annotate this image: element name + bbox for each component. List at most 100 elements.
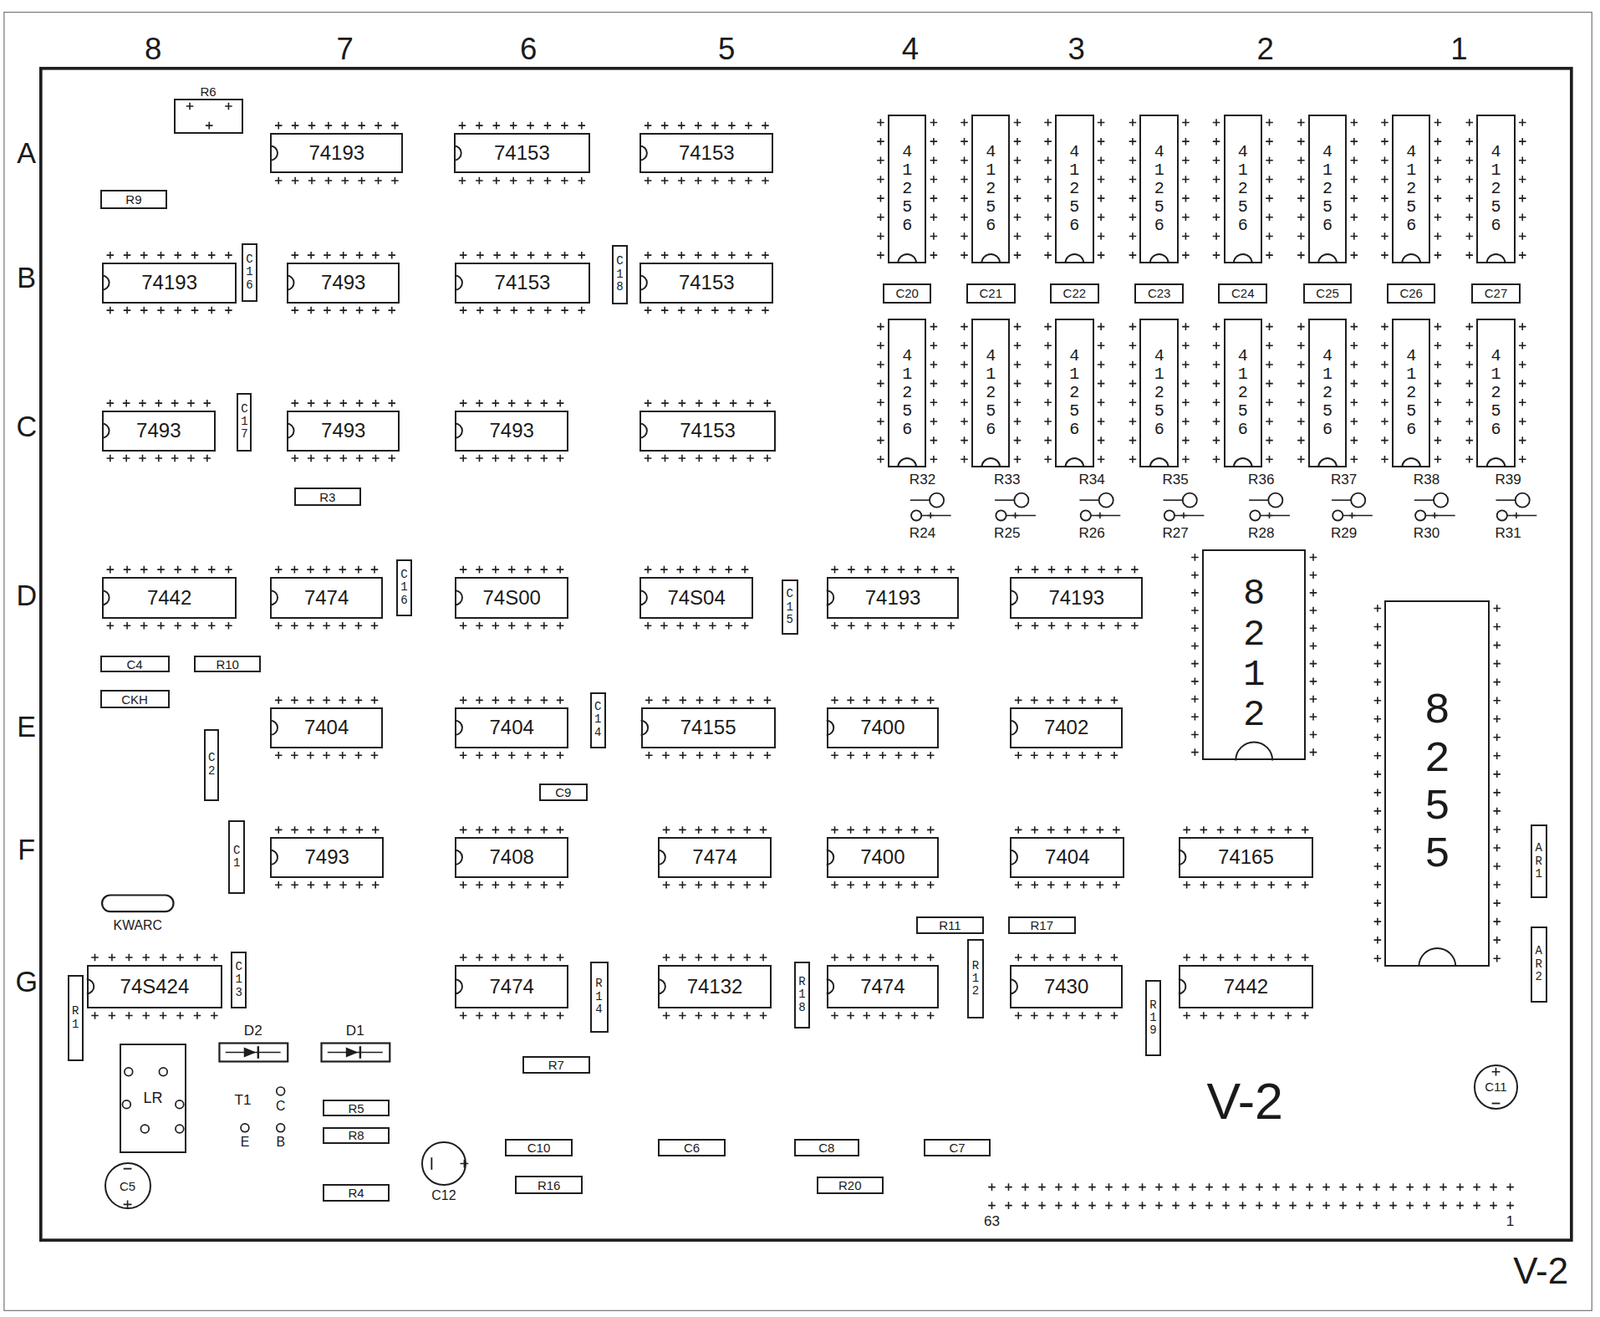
pin-mark: [1284, 881, 1293, 889]
pin-mark: [862, 825, 871, 834]
pin-mark: [1265, 232, 1274, 240]
component-outline: C22: [1049, 283, 1100, 303]
pin-mark: [1350, 175, 1359, 184]
part-number: 41256: [898, 346, 916, 439]
dip-chip: 41256: [1223, 114, 1263, 264]
pin-mark: [911, 696, 919, 704]
relay-pad: [122, 1100, 131, 1109]
pin-mark: [1212, 361, 1221, 369]
pin-mark: [290, 696, 299, 704]
component-outline: C7: [923, 1138, 992, 1157]
pin-mark: [1492, 622, 1501, 631]
component-label: C5: [119, 1179, 136, 1193]
pin-mark: [1350, 455, 1359, 464]
component-label: C27: [1484, 286, 1509, 300]
pin-mark: [960, 436, 969, 444]
part-number: 74193: [1048, 587, 1105, 608]
pin-mark: [1054, 1201, 1063, 1209]
component-outline: C23: [1134, 283, 1184, 303]
pin-mark: [1465, 436, 1473, 444]
component-label: C11: [1484, 1080, 1507, 1093]
pin-mark: [224, 621, 233, 630]
pin-mark: [338, 565, 347, 574]
resistor-lead: [1507, 514, 1537, 517]
pin-mark: [1465, 137, 1473, 146]
pin-mark: [308, 122, 316, 130]
pin-mark: [711, 825, 719, 834]
pin-mark: [275, 621, 283, 630]
pin-mark: [1014, 953, 1023, 962]
pin-mark: [1297, 232, 1305, 240]
pin-mark: [1182, 322, 1190, 331]
pin-mark: [743, 1011, 751, 1020]
pin-mark: [1309, 713, 1318, 721]
resistor-label: R29: [1330, 526, 1357, 541]
pin-mark: [322, 696, 331, 704]
pin-marks: [91, 102, 1526, 1209]
component-outline: CKH: [100, 689, 170, 709]
component-label: C20: [895, 286, 919, 300]
pin-mark: [677, 177, 686, 185]
component-outline: R14: [590, 961, 609, 1033]
part-number: 41256: [1065, 346, 1083, 439]
pin-mark: [290, 825, 299, 834]
resistor-lead: [1006, 514, 1036, 517]
pin-mark: [524, 399, 532, 408]
pin-mark: [744, 177, 753, 185]
pin-mark: [123, 251, 132, 260]
pin-mark: [1489, 1182, 1498, 1191]
pin-mark: [1191, 677, 1199, 686]
pin-mark: [371, 399, 380, 408]
pin-mark: [662, 881, 671, 889]
part-number: 41256: [982, 142, 999, 235]
pin-mark: [930, 379, 938, 388]
pin-mark: [1014, 194, 1022, 203]
pin-mark: [459, 825, 468, 834]
pin-mark: [556, 565, 565, 574]
pin-mark: [862, 881, 871, 889]
diode-lead: [327, 1051, 383, 1053]
component-outline: C21: [966, 283, 1016, 303]
pin-mark: [1097, 137, 1106, 146]
pin-mark: [1265, 361, 1274, 369]
diode-outline: [219, 1043, 288, 1062]
pin-mark: [1129, 118, 1137, 127]
pin-mark: [107, 251, 115, 260]
pin-mark: [91, 1011, 99, 1020]
pin-mark: [1374, 622, 1382, 631]
pin-mark: [741, 565, 750, 574]
ic-chip: 7442: [101, 576, 237, 619]
pin-mark: [1155, 1182, 1163, 1191]
pin-mark: [1182, 417, 1190, 426]
pin-mark: [524, 1011, 532, 1020]
pin-mark: [876, 341, 885, 350]
pin-mark: [1217, 881, 1225, 889]
pin-mark: [1171, 1182, 1180, 1191]
pin-mark: [1355, 1201, 1364, 1209]
pin-mark: [930, 322, 938, 331]
pin-mark: [492, 1011, 500, 1020]
pin-mark: [307, 454, 316, 463]
component-outline: C17: [236, 392, 252, 452]
pin-mark: [1014, 175, 1022, 184]
pin-mark: [1212, 436, 1221, 444]
pin-mark: [876, 194, 885, 203]
pin-mark: [1265, 251, 1274, 260]
pin-mark: [862, 1011, 871, 1020]
pin-mark: [1350, 417, 1359, 426]
pin-mark: [210, 1011, 219, 1020]
pin-mark: [876, 436, 885, 444]
pin-mark: [930, 455, 938, 464]
pin-mark: [1046, 696, 1055, 704]
relay-pad: [175, 1124, 184, 1133]
component-label: C25: [1315, 286, 1340, 300]
pin-mark: [1465, 379, 1473, 388]
pin-mark: [930, 251, 938, 260]
pin-mark: [210, 953, 219, 962]
pin-mark: [927, 881, 935, 889]
pin-mark: [1188, 1182, 1197, 1191]
pin-mark: [712, 454, 720, 463]
pin-mark: [662, 1011, 671, 1020]
pin-mark: [724, 565, 733, 574]
pin-mark: [1191, 713, 1199, 721]
